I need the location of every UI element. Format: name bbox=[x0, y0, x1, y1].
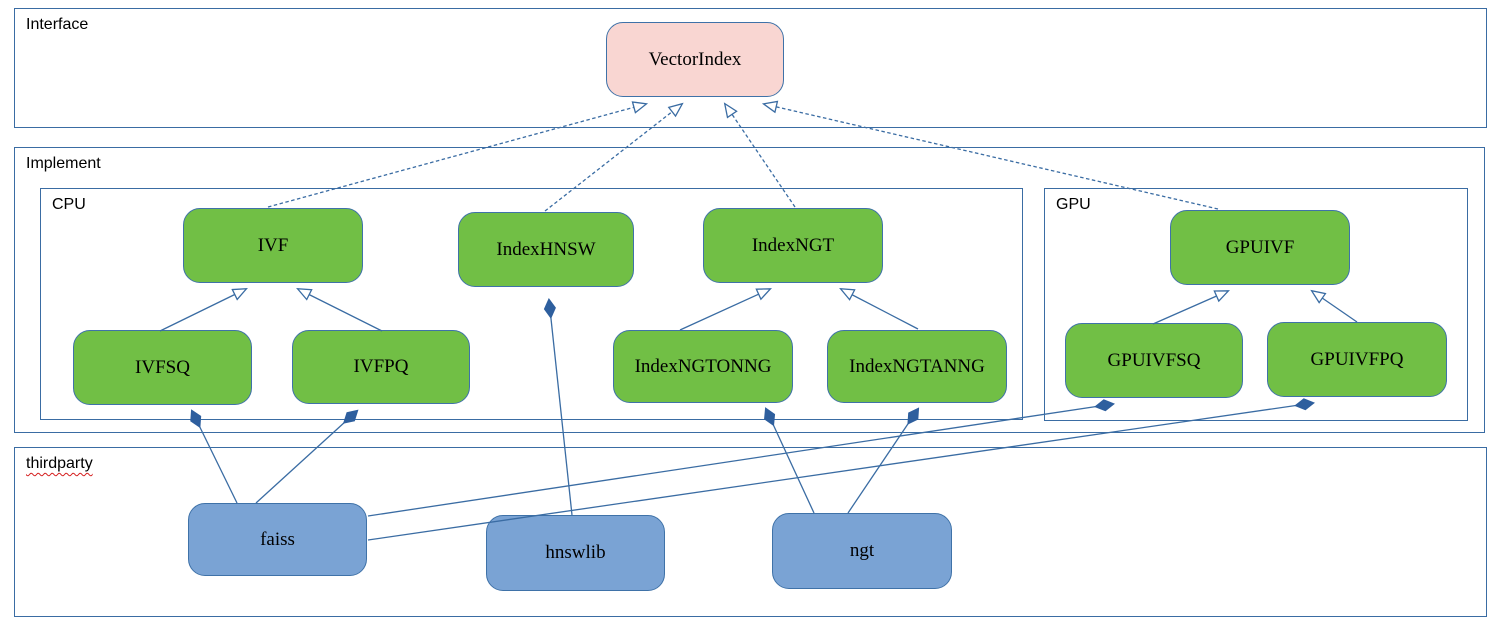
node-ivfpq-label: IVFPQ bbox=[353, 356, 409, 377]
node-gpuivfsq-label: GPUIVFSQ bbox=[1107, 349, 1201, 371]
node-indexngtonng-label: IndexNGTONNG bbox=[634, 355, 772, 377]
node-indexngt[interactable]: IndexNGT bbox=[703, 208, 883, 283]
frame-implement-label: Implement bbox=[26, 155, 101, 172]
node-vectorindex-label: VectorIndex bbox=[648, 48, 742, 70]
node-hnswlib[interactable]: hnswlib bbox=[486, 515, 665, 591]
node-ivf-label: IVF bbox=[257, 234, 289, 256]
node-ivfsq[interactable]: IVFSQ bbox=[73, 330, 252, 405]
frame-thirdparty-label: thirdparty bbox=[26, 455, 93, 472]
node-indexhnsw[interactable]: IndexHNSW bbox=[458, 212, 634, 287]
node-faiss-label: faiss bbox=[260, 528, 295, 550]
node-indexngt-label: IndexNGT bbox=[751, 234, 835, 256]
node-indexngtonng[interactable]: IndexNGTONNG bbox=[613, 330, 793, 403]
node-ivf[interactable]: IVF bbox=[183, 208, 363, 283]
node-gpuivf[interactable]: GPUIVF bbox=[1170, 210, 1350, 285]
node-faiss[interactable]: faiss bbox=[188, 503, 367, 576]
node-indexngtanng[interactable]: IndexNGTANNG bbox=[827, 330, 1007, 403]
node-indexngtanng-label: IndexNGTANNG bbox=[849, 355, 985, 377]
frame-gpu-label: GPU bbox=[1056, 196, 1091, 213]
node-gpuivfsq[interactable]: GPUIVFSQ bbox=[1065, 323, 1243, 398]
node-gpuivf-label: GPUIVF bbox=[1225, 236, 1295, 258]
node-ivfsq-label: IVFSQ bbox=[135, 356, 190, 378]
node-ngt[interactable]: ngt bbox=[772, 513, 952, 589]
frame-interface-label: Interface bbox=[26, 16, 89, 33]
node-hnswlib-label: hnswlib bbox=[545, 542, 606, 563]
frame-cpu-label: CPU bbox=[52, 196, 86, 213]
node-ivfpq[interactable]: IVFPQ bbox=[292, 330, 470, 404]
node-indexhnsw-label: IndexHNSW bbox=[496, 238, 596, 260]
node-vectorindex[interactable]: VectorIndex bbox=[606, 22, 784, 97]
node-ngt-label: ngt bbox=[849, 540, 875, 561]
node-gpuivfpq[interactable]: GPUIVFPQ bbox=[1267, 322, 1447, 397]
node-gpuivfpq-label: GPUIVFPQ bbox=[1310, 348, 1404, 370]
